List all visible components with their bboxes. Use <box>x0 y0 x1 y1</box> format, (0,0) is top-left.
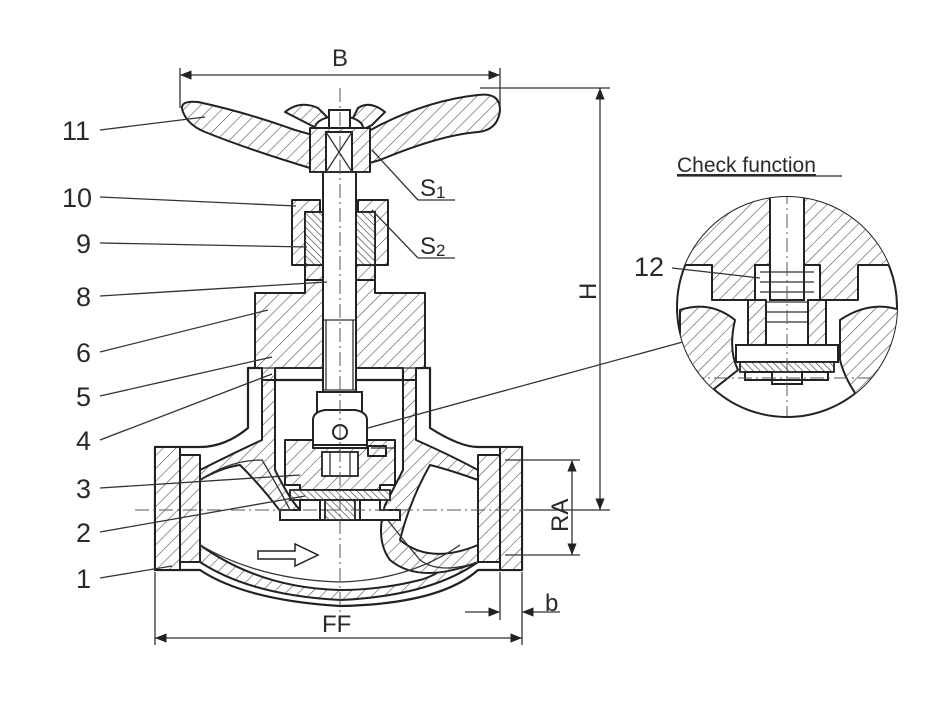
label-part-3: 3 <box>76 474 91 504</box>
dim-label-b-thread: b <box>545 590 558 617</box>
wrench-size-s2-letter: S <box>420 233 436 260</box>
dimension-lines <box>154 68 610 645</box>
label-part-2: 2 <box>76 518 91 548</box>
wrench-size-s1-letter: S <box>420 175 436 202</box>
bonnet <box>254 279 426 381</box>
label-part-9: 9 <box>76 229 91 259</box>
dim-label-h-height: H <box>575 283 602 300</box>
dimension-labels: B H RA b FF S1 S2 Check function <box>322 45 842 638</box>
label-part-1: 1 <box>76 564 91 594</box>
label-part-11: 11 <box>62 116 90 146</box>
check-function-detail <box>671 196 898 418</box>
label-part-8: 8 <box>76 282 91 312</box>
dim-label-b-width: B <box>332 45 348 72</box>
wrench-size-s2: S2 <box>420 233 445 260</box>
label-part-4: 4 <box>76 426 91 456</box>
dim-label-ff: FF <box>322 611 351 638</box>
dim-label-ra: RA <box>547 499 574 532</box>
wrench-size-s2-index: 2 <box>436 241 445 260</box>
label-part-12: 12 <box>634 252 664 282</box>
label-part-6: 6 <box>76 338 91 368</box>
check-function-title: Check function <box>677 154 816 177</box>
wrench-size-s1-index: 1 <box>436 183 445 202</box>
handwheel <box>181 93 501 173</box>
label-part-5: 5 <box>76 382 91 412</box>
part-numbers: 11 10 9 8 6 5 4 3 2 1 12 <box>62 116 664 594</box>
label-part-10: 10 <box>62 183 92 213</box>
disc-assembly <box>279 409 401 521</box>
wrench-size-s1: S1 <box>420 175 445 202</box>
valve-body <box>153 366 524 608</box>
leader-lines <box>99 116 691 579</box>
centerlines <box>135 88 545 620</box>
